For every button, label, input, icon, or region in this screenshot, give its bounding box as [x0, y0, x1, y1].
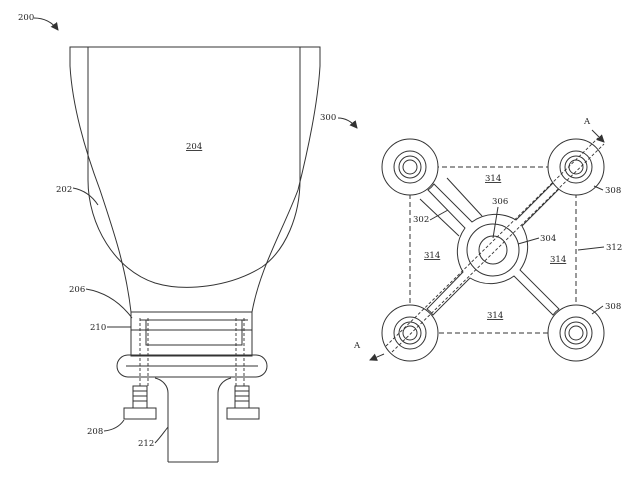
label-302: 302: [413, 215, 429, 225]
leader-arrow-200: [33, 17, 59, 31]
pad-top-left: [381, 138, 439, 196]
label-312: 312: [606, 243, 622, 253]
leader-308-bottom: [591, 305, 604, 315]
post-left-edge: [154, 377, 169, 462]
label-314-bottom: 314: [487, 311, 503, 321]
adapter-disk: [116, 354, 268, 378]
label-208: 208: [87, 427, 103, 437]
leader-304: [517, 237, 540, 245]
label-308-bottom: 308: [605, 302, 621, 312]
leader-206: [85, 288, 133, 319]
label-306: 306: [492, 197, 508, 207]
label-314-left: 314: [424, 251, 440, 261]
label-314-right: 314: [550, 255, 566, 265]
pad-bottom-right: [547, 304, 605, 362]
label-202: 202: [56, 185, 72, 195]
cross-plate: [426, 181, 561, 316]
label-314-top: 314: [485, 174, 501, 184]
leader-212: [154, 426, 169, 444]
label-210: 210: [90, 323, 106, 333]
section-mark-top: A: [583, 117, 591, 127]
bolt-left: [123, 385, 157, 420]
ref-label-200: 200: [18, 13, 34, 23]
label-204: 204: [186, 142, 202, 152]
bolt-right: [226, 385, 260, 420]
figure-200: 200: [18, 13, 321, 463]
section-arrow-bottom: [369, 353, 385, 361]
leader-312: [577, 246, 605, 251]
hub-ring-304: [466, 223, 520, 277]
label-212: 212: [138, 439, 154, 449]
post-right-edge: [217, 377, 232, 462]
label-206: 206: [69, 285, 85, 295]
cup-cavity: [87, 47, 301, 288]
ref-label-300: 300: [320, 113, 336, 123]
rail-tl-b: [446, 177, 483, 217]
figure-300: 300: [320, 113, 622, 362]
leader-202: [72, 187, 99, 206]
leader-302: [429, 209, 449, 221]
leader-308-top: [593, 185, 604, 191]
boundary-312: [409, 166, 577, 334]
leader-306: [492, 206, 499, 239]
pad-bottom-left: [381, 304, 439, 362]
section-line-a-a: [385, 137, 599, 347]
recess-206: [145, 319, 243, 346]
label-308-top: 308: [605, 186, 621, 196]
rail-tl-a: [419, 198, 460, 237]
socket-shell: [69, 46, 321, 357]
section-arrow-top: [591, 129, 605, 143]
leader-208: [103, 419, 125, 432]
section-line-a-a-2: [391, 143, 605, 353]
leader-arrow-300: [337, 117, 358, 129]
section-mark-bottom: A: [353, 341, 361, 351]
pad-top-right: [547, 138, 605, 196]
label-304: 304: [540, 234, 556, 244]
